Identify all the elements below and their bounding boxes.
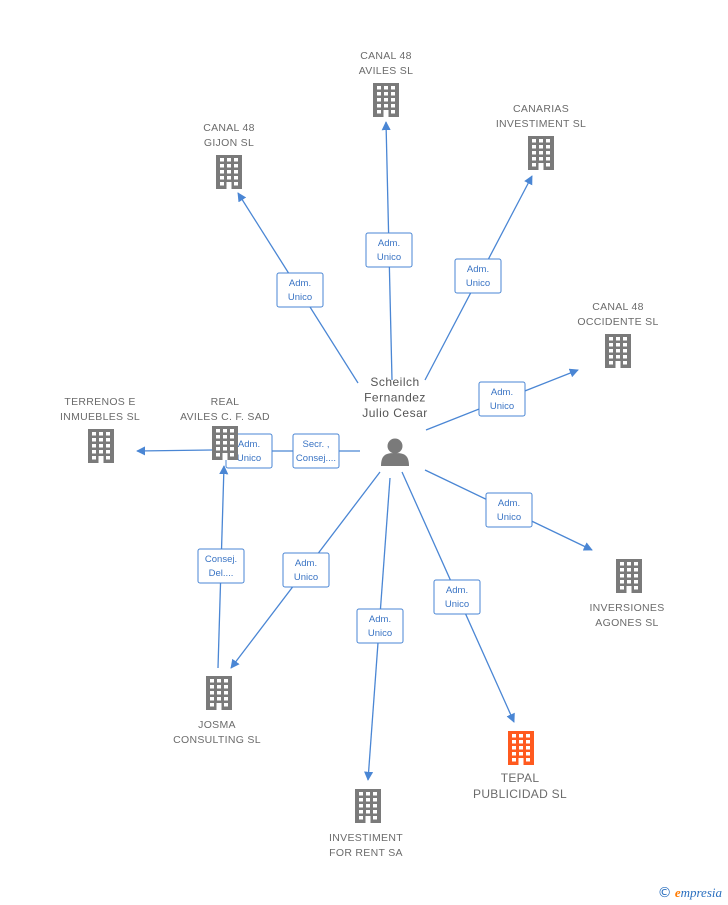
building-icon[interactable] (373, 83, 399, 117)
node-label-line: FOR RENT SA (329, 847, 403, 859)
edge-label-box (478, 381, 526, 417)
node-label-line: CANAL 48 (203, 122, 255, 134)
node-label-line: CONSULTING SL (173, 734, 261, 746)
node-label-line: REAL (211, 396, 240, 408)
edge-real-aviles-to-terrenos (136, 446, 213, 456)
edge-label-box (197, 548, 245, 584)
edge-label[interactable]: Adm. Unico (276, 272, 324, 308)
node-label-line: INMUEBLES SL (60, 411, 140, 423)
node-label-line: Scheilch (370, 375, 419, 389)
edge-label-box (356, 608, 404, 644)
building-icon[interactable] (605, 334, 631, 368)
edge-label[interactable]: Adm. Unico (365, 232, 413, 268)
node-label-line: INVESTIMENT (329, 832, 403, 844)
edge-label-box (485, 492, 533, 528)
building-icon[interactable] (355, 789, 381, 823)
edge-label[interactable]: Adm. Unico (356, 608, 404, 644)
edge-label-text: Adm. (369, 614, 391, 625)
edge-label-box (292, 433, 340, 469)
edge-label-text: Adm. (491, 387, 513, 398)
edge-label-text: Unico (445, 599, 469, 610)
building-icon[interactable] (528, 136, 554, 170)
node-label-line: Julio Cesar (362, 406, 428, 420)
edge-label-text: Unico (466, 278, 490, 289)
node-label-line: INVERSIONES (589, 602, 664, 614)
edge-label-text: Adm. (295, 558, 317, 569)
building-icon[interactable] (616, 559, 642, 593)
node-label-line: AGONES SL (595, 617, 658, 629)
edge-label-text: Adm. (467, 264, 489, 275)
edge-label-text: Del.... (209, 568, 234, 579)
node-label-line: AVILES C. F. SAD (180, 411, 270, 423)
building-icon[interactable] (206, 676, 232, 710)
edge-label[interactable]: Adm. Unico (485, 492, 533, 528)
edge-label[interactable]: Adm. Unico (478, 381, 526, 417)
node-label-line: AVILES SL (359, 65, 413, 77)
edge-label[interactable]: Adm. Unico (282, 552, 330, 588)
building-icon[interactable] (216, 155, 242, 189)
node-label-line: JOSMA (198, 719, 236, 731)
copyright-symbol: © (657, 885, 672, 901)
edge-label-text: Adm. (498, 498, 520, 509)
node-label-line: CANARIAS (513, 103, 569, 115)
node-label-line: OCCIDENTE SL (577, 316, 658, 328)
node-label-line: Fernandez (364, 391, 426, 405)
edge-label[interactable]: Adm. Unico (433, 579, 481, 615)
building-icon[interactable] (508, 731, 534, 765)
edge-label-text: Adm. (446, 585, 468, 596)
edge-label-text: Unico (377, 252, 401, 263)
edge-label-text: Consej. (205, 554, 237, 565)
edge-label-box (276, 272, 324, 308)
building-icon[interactable] (212, 426, 238, 460)
brand-name: mpresia (680, 885, 722, 900)
edge-label[interactable]: Secr. , Consej.... (292, 433, 340, 469)
node-label-line: INVESTIMENT SL (496, 118, 586, 130)
edge-label-text: Unico (490, 401, 514, 412)
edge-label-text: Consej.... (296, 453, 336, 464)
edge-label-box (433, 579, 481, 615)
edge-label-text: Adm. (378, 238, 400, 249)
edge-label-text: Unico (368, 628, 392, 639)
edge-label-text: Adm. (238, 439, 260, 450)
person-icon[interactable] (381, 438, 409, 467)
node-label-line: CANAL 48 (360, 50, 412, 62)
edge-label-text: Unico (237, 453, 261, 464)
building-icon[interactable] (88, 429, 114, 463)
node-label-line: GIJON SL (204, 137, 254, 149)
edge-label-text: Unico (497, 512, 521, 523)
edge-label-box (454, 258, 502, 294)
edge-label-text: Unico (294, 572, 318, 583)
edge-label[interactable]: Consej. Del.... (197, 548, 245, 584)
node-label-line: TEPAL (501, 771, 540, 785)
edge-label-text: Secr. , (303, 439, 330, 450)
brand-initial: e (674, 885, 681, 900)
empresia-logo: © empresia (658, 885, 722, 901)
edge-label-text: Adm. (289, 278, 311, 289)
edge-label-text: Unico (288, 292, 312, 303)
node-label-line: CANAL 48 (592, 301, 644, 313)
node-label-line: TERRENOS E (64, 396, 135, 408)
node-label-line: PUBLICIDAD SL (473, 787, 567, 801)
edge-label-box (365, 232, 413, 268)
edge-label[interactable]: Adm. Unico (454, 258, 502, 294)
edge-label-box (282, 552, 330, 588)
